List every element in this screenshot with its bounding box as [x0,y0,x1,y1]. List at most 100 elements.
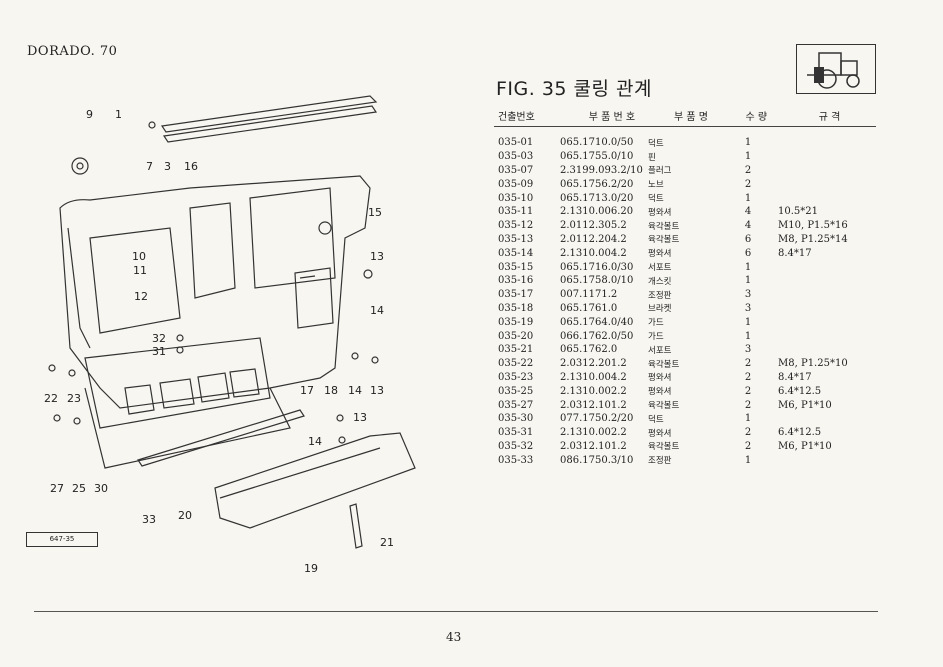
table-cell: 1 [744,151,752,163]
table-cell: 브라켓 [648,304,672,315]
callout-label: 14 [308,435,322,448]
callout-label: 7 [146,160,153,173]
table-row: 035-16 065.1758.0/10 개스킷 1 [494,274,876,288]
table-cell: 2.0112.204.2 [560,233,627,245]
header-cell: 수 량 [745,112,768,123]
table-cell: 035-07 [498,164,534,176]
callout-label: 18 [324,384,338,397]
table-cell: 6 [744,233,752,245]
table-cell: 3 [744,344,752,356]
callout-label: 32 [152,332,166,345]
table-cell: 평와셔 [648,387,672,398]
table-cell: 1 [744,261,752,273]
table-cell: 3 [744,302,752,314]
table-cell: 가드 [648,332,664,343]
table-cell: 1 [744,330,752,342]
table-cell: 덕트 [648,414,664,425]
table-cell: 065.1762.0 [560,344,618,356]
callout-label: 20 [178,509,192,522]
table-cell: 035-12 [498,220,534,232]
callout-label: 31 [152,345,166,358]
callout-label: 17 [300,384,314,397]
table-header: 건출번호 부 품 번 호 부 품 명 수 량 규 격 [494,107,876,127]
table-cell: 2 [744,440,752,452]
callout-label: 11 [133,264,147,277]
table-cell: 2.1310.002.2 [560,385,627,397]
table-cell: 1 [744,316,752,328]
table-cell: 육각볼트 [648,401,680,412]
table-cell: 035-10 [498,192,534,204]
table-cell: 035-11 [498,206,534,218]
tractor-icon [796,44,876,94]
table-cell: 035-22 [498,358,534,370]
table-cell: 8.4*17 [778,371,812,383]
table-cell: 2 [744,178,752,190]
table-cell: 2.3199.093.2/10 [560,164,643,176]
table-cell: 서포트 [648,263,672,274]
table-cell: 2.0312.101.2 [560,399,627,411]
table-row: 035-15 065.1716.0/30 서포트 1 [494,260,876,274]
table-cell: 노브 [648,180,664,191]
table-cell: 조정판 [648,456,672,467]
table-cell: 035-21 [498,344,534,356]
table-cell: 065.1710.0/50 [560,137,634,149]
callout-label: 16 [184,160,198,173]
callout-label: 13 [353,411,367,424]
table-cell: 065.1713.0/20 [560,192,634,204]
table-cell: 035-25 [498,385,534,397]
model-header: DORADO. 70 [27,44,118,59]
table-cell: M8, P1.25*10 [778,358,848,370]
table-cell: 6.4*12.5 [778,385,822,397]
table-cell: 035-16 [498,275,534,287]
header-cell: 부 품 명 [674,112,708,123]
table-cell: 육각볼트 [648,442,680,453]
callout-label: 27 [50,482,64,495]
table-cell: 035-01 [498,137,534,149]
table-cell: 2 [744,371,752,383]
table-cell: 065.1758.0/10 [560,275,634,287]
table-row: 035-21 065.1762.0 서포트 3 [494,343,876,357]
table-cell: 플러그 [648,166,672,177]
table-cell: 065.1716.0/30 [560,261,634,273]
part-reference-box: 647-35 [26,532,98,547]
callout-label: 25 [72,482,86,495]
table-cell: 서포트 [648,345,672,356]
table-cell: 8.4*17 [778,247,812,259]
table-cell: 4 [744,220,752,232]
parts-table: 건출번호 부 품 번 호 부 품 명 수 량 규 격 035-01 065.171… [494,107,876,467]
table-cell: 6 [744,247,752,259]
table-cell: M6, P1*10 [778,440,832,452]
table-cell: 2.1310.006.20 [560,206,634,218]
table-cell: 2.0112.305.2 [560,220,627,232]
callout-label: 14 [348,384,362,397]
table-cell: 2.1310.004.2 [560,247,627,259]
table-cell: 065.1764.0/40 [560,316,634,328]
table-cell: 035-17 [498,289,534,301]
table-cell: 6.4*12.5 [778,427,822,439]
table-cell: 1 [744,275,752,287]
table-cell: 035-15 [498,261,534,273]
table-cell: 066.1762.0/50 [560,330,634,342]
table-row: 035-07 2.3199.093.2/10 플러그 2 [494,164,876,178]
figure-title: FIG. 35 쿨링 관계 [496,78,653,100]
table-cell: 2 [744,358,752,370]
table-cell: 2 [744,164,752,176]
table-cell: 개스킷 [648,276,672,287]
table-cell: 077.1750.2/20 [560,413,634,425]
callout-label: 21 [380,536,394,549]
table-cell: 가드 [648,318,664,329]
table-cell: 평와셔 [648,249,672,260]
